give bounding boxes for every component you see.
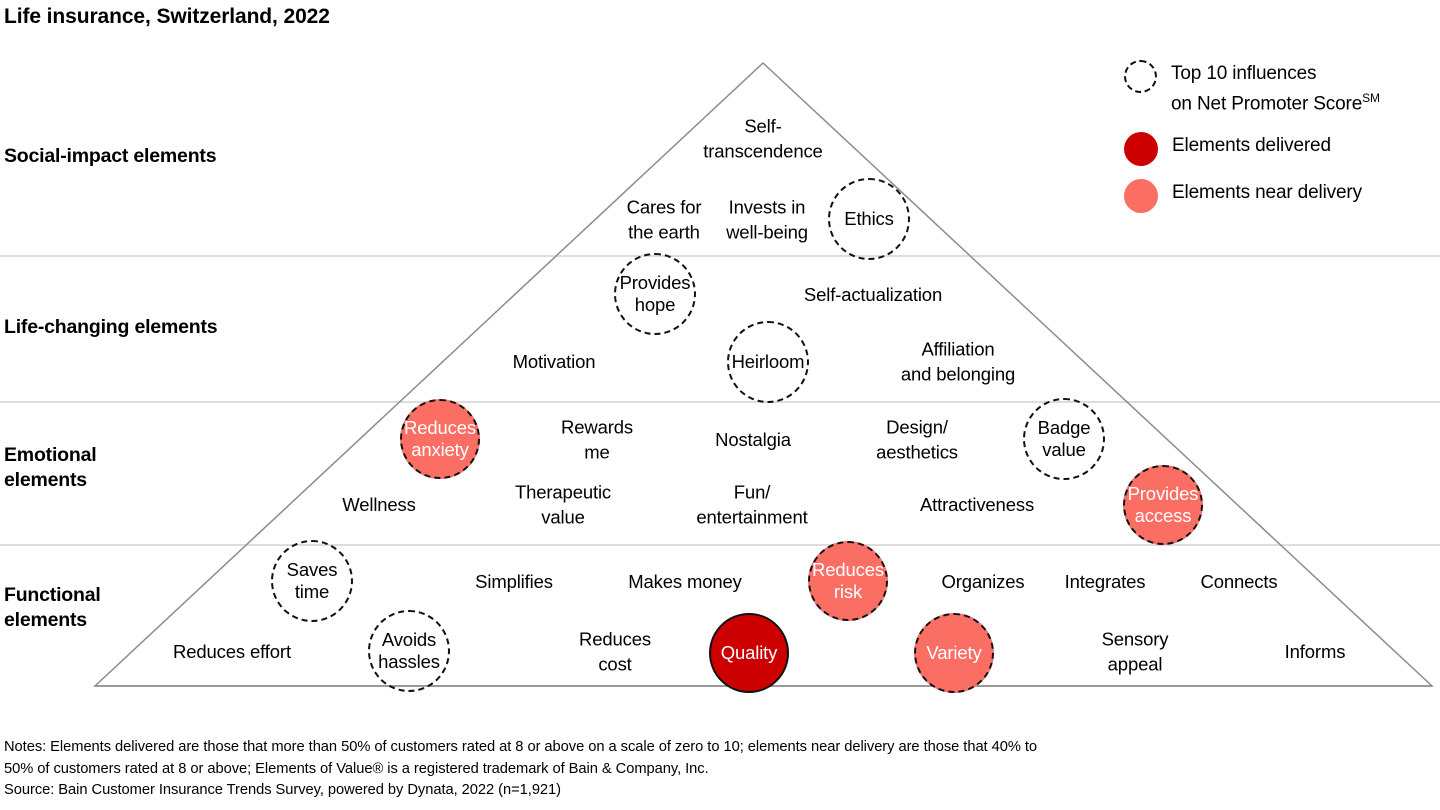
element-provides-hope-circle: Provides hope xyxy=(614,253,696,335)
tier-label-functional: Functional elements xyxy=(4,584,101,631)
element-rewards-me-label: Rewards me xyxy=(561,416,633,463)
element-attractiveness-label: Attractiveness xyxy=(919,493,1035,515)
element-self-transcendence-label: Self- transcendence xyxy=(703,115,823,162)
element-motivation-label: Motivation xyxy=(512,350,596,372)
legend: Top 10 influences on Net Promoter ScoreS… xyxy=(1124,58,1440,219)
element-makes-money-label: Makes money xyxy=(628,570,742,592)
legend-label-nps-top10: Top 10 influences on Net Promoter ScoreS… xyxy=(1171,58,1380,116)
element-design-aesthetics-label: Design/ aesthetics xyxy=(876,416,958,463)
legend-label-near-delivery: Elements near delivery xyxy=(1172,182,1362,204)
element-invests-in-well-being-label: Invests in well-being xyxy=(726,196,808,243)
element-provides-access-circle: Provides access xyxy=(1123,465,1203,545)
page-title: Life insurance, Switzerland, 2022 xyxy=(4,5,330,28)
footnote-source: Source: Bain Customer Insurance Trends S… xyxy=(4,782,562,798)
element-therapeutic-value-label: Therapeutic value xyxy=(514,481,612,528)
element-reduces-anxiety-circle: Reduces anxiety xyxy=(400,399,480,479)
element-saves-time-circle: Saves time xyxy=(271,540,353,622)
element-heirloom-circle: Heirloom xyxy=(727,321,809,403)
legend-label-nps-top10-text: Top 10 influences on Net Promoter Score xyxy=(1171,63,1363,115)
tier-label-emotional: Emotional elements xyxy=(4,444,97,491)
element-reduces-effort-label: Reduces effort xyxy=(173,640,291,662)
legend-item-delivered: Elements delivered xyxy=(1124,130,1440,167)
tier-label-social-impact: Social-impact elements xyxy=(4,145,217,167)
element-quality-circle: Quality xyxy=(709,613,789,693)
element-reduces-risk-circle: Reduces risk xyxy=(808,541,888,621)
dashed-circle-icon xyxy=(1124,60,1157,93)
element-informs-label: Informs xyxy=(1284,640,1346,662)
element-fun-entertainment-label: Fun/ entertainment xyxy=(696,481,808,528)
element-organizes-label: Organizes xyxy=(941,570,1025,592)
footnote-notes: Notes: Elements delivered are those that… xyxy=(4,739,1038,777)
salmon-circle-icon xyxy=(1124,179,1158,214)
element-avoids-hassles-circle: Avoids hassles xyxy=(368,610,450,692)
element-simplifies-label: Simplifies xyxy=(475,570,553,592)
footnotes: Notes: Elements delivered are those that… xyxy=(4,737,1436,802)
element-connects-label: Connects xyxy=(1200,570,1278,592)
element-reduces-cost-label: Reduces cost xyxy=(579,628,651,675)
element-self-actualization-label: Self-actualization xyxy=(803,283,943,305)
element-integrates-label: Integrates xyxy=(1064,570,1146,592)
element-affiliation-and-belonging-label: Affiliation and belonging xyxy=(900,338,1016,385)
dark-red-circle-icon xyxy=(1124,132,1158,167)
element-nostalgia-label: Nostalgia xyxy=(715,428,791,450)
legend-item-nps-top10: Top 10 influences on Net Promoter ScoreS… xyxy=(1124,58,1440,116)
legend-label-delivered: Elements delivered xyxy=(1172,135,1331,157)
element-ethics-circle: Ethics xyxy=(828,178,910,260)
tier-label-life-changing: Life-changing elements xyxy=(4,316,218,338)
element-wellness-label: Wellness xyxy=(342,493,416,515)
element-sensory-appeal-label: Sensory appeal xyxy=(1101,628,1169,675)
element-cares-for-the-earth-label: Cares for the earth xyxy=(626,196,702,243)
service-mark-icon: SM xyxy=(1362,91,1380,105)
element-variety-circle: Variety xyxy=(914,613,994,693)
element-badge-value-circle: Badge value xyxy=(1023,398,1105,480)
legend-item-near-delivery: Elements near delivery xyxy=(1124,177,1440,214)
